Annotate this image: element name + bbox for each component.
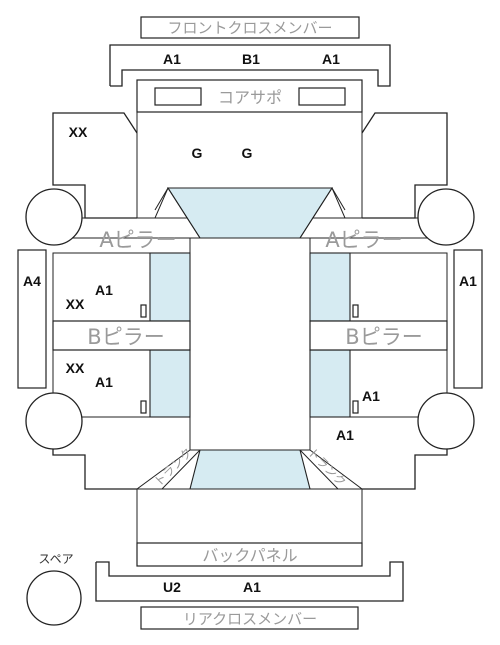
left-front-window [149, 252, 191, 322]
front-member-center-code: B1 [242, 51, 260, 67]
right-rear-door-handle [352, 400, 359, 414]
right-rear-window [309, 349, 351, 418]
left-rocker [17, 249, 47, 389]
left-front-door-handle [140, 304, 147, 318]
left-rocker-code: A4 [23, 273, 41, 289]
b-pillar-left-label: Bピラー [87, 325, 164, 349]
spare-label: スペア [38, 552, 73, 566]
spare-tire [26, 570, 82, 626]
trunk-lid [136, 488, 363, 544]
front-cross-member-label: フロントクロスメンバー [167, 19, 332, 37]
core-support-label: コアサポ [218, 88, 282, 107]
left-rear-window [149, 349, 191, 418]
back-panel-label: バックパネル [202, 546, 297, 565]
right-rocker [453, 249, 483, 389]
left-rear-door-code: A1 [95, 374, 113, 390]
trunk-right-label: トランク [305, 445, 349, 489]
hood-right-code: G [242, 145, 253, 161]
right-rear-door-code: A1 [362, 388, 380, 404]
left-front-door-state: XX [66, 296, 85, 312]
rear-cross-member-label: リアクロスメンバー [183, 610, 317, 628]
right-front-door-handle [352, 304, 359, 318]
rear-window [189, 449, 311, 490]
b-pillar-right-label: Bピラー [345, 325, 422, 349]
left-rear-door-handle [140, 400, 147, 414]
core-support-right-slot [298, 87, 346, 106]
rear-left-wheel [25, 392, 83, 450]
rear-member-left-code: U2 [163, 579, 181, 595]
rear-bumper-bracket [95, 561, 404, 602]
roof-panel [189, 237, 311, 451]
core-support-left-slot [154, 87, 202, 106]
hood-left-code: G [192, 145, 203, 161]
front-cross-member-box [140, 16, 360, 39]
right-front-window [309, 252, 351, 322]
front-member-right-code: A1 [322, 51, 340, 67]
right-rocker-code: A1 [459, 273, 477, 289]
left-front-door-code: A1 [95, 282, 113, 298]
front-windshield [166, 187, 334, 239]
trunk-left-label: トランク [151, 445, 195, 489]
windshield-right-edge [331, 187, 346, 211]
front-right-wheel [417, 188, 475, 246]
windshield-left-edge [154, 187, 169, 211]
a-pillar-left-label: Aピラー [99, 228, 176, 252]
a-pillar-right-label: Aピラー [325, 228, 402, 252]
left-front-fender-code: XX [69, 124, 88, 140]
back-panel-box [136, 542, 363, 567]
front-bumper-bracket [109, 44, 391, 87]
front-left-wheel [25, 188, 83, 246]
b-pillar-left-strip [52, 320, 191, 351]
rear-right-wheel [417, 392, 475, 450]
rear-member-right-code: A1 [243, 579, 261, 595]
left-rear-door-state: XX [66, 360, 85, 376]
rear-cross-member-box [140, 606, 359, 630]
b-pillar-right-strip [309, 320, 448, 351]
front-member-left-code: A1 [163, 51, 181, 67]
right-quarter-code: A1 [336, 427, 354, 443]
